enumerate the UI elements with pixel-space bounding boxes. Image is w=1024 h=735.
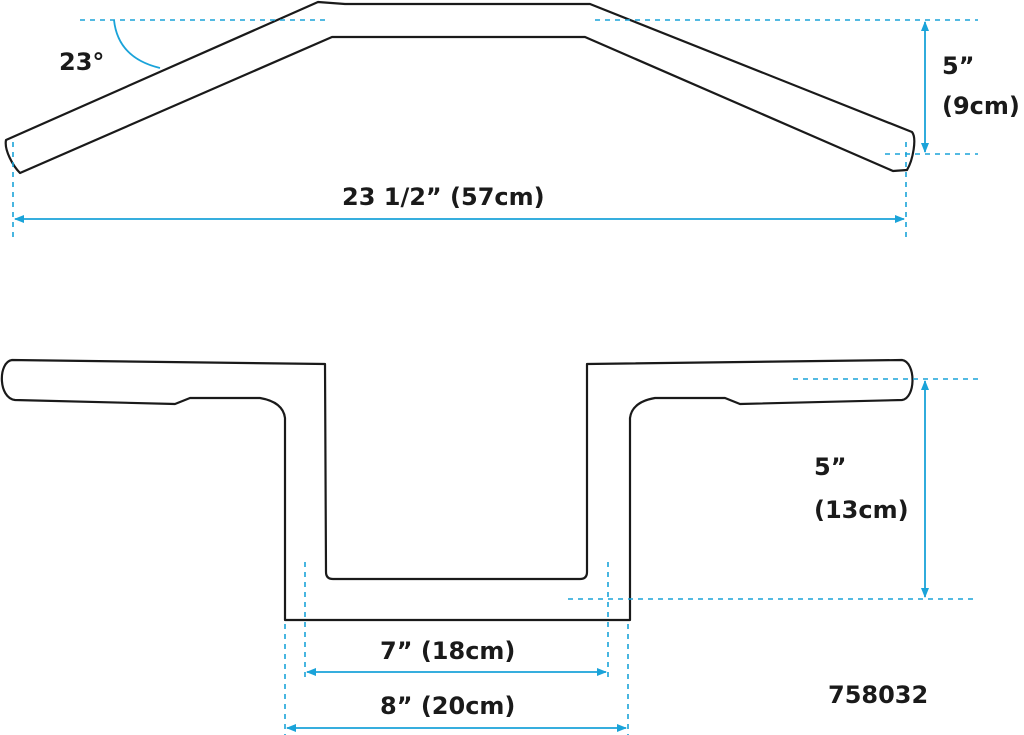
front-view-inner-width-label: 7” (18cm)	[380, 637, 515, 665]
top-view-handlebar-outline	[4, 0, 916, 175]
angle-label: 23°	[59, 48, 104, 76]
front-view-outer-width-label: 8” (20cm)	[380, 692, 515, 720]
angle-arc	[113, 19, 161, 69]
top-view-rise-label-line2: (9cm)	[942, 92, 1020, 120]
part-number: 758032	[828, 681, 928, 709]
front-view-height-label-line1: 5”	[814, 453, 846, 481]
top-view: 23° 5” (9cm) 23 1/2” (57cm)	[4, 0, 1020, 238]
front-view: 5” (13cm) 7” (18cm) 8” (20cm)	[0, 358, 978, 735]
top-view-rise-label-line1: 5”	[942, 52, 974, 80]
front-view-height-label-line2: (13cm)	[814, 496, 909, 524]
top-view-width-label: 23 1/2” (57cm)	[342, 183, 545, 211]
front-view-handlebar-outline	[0, 358, 914, 622]
